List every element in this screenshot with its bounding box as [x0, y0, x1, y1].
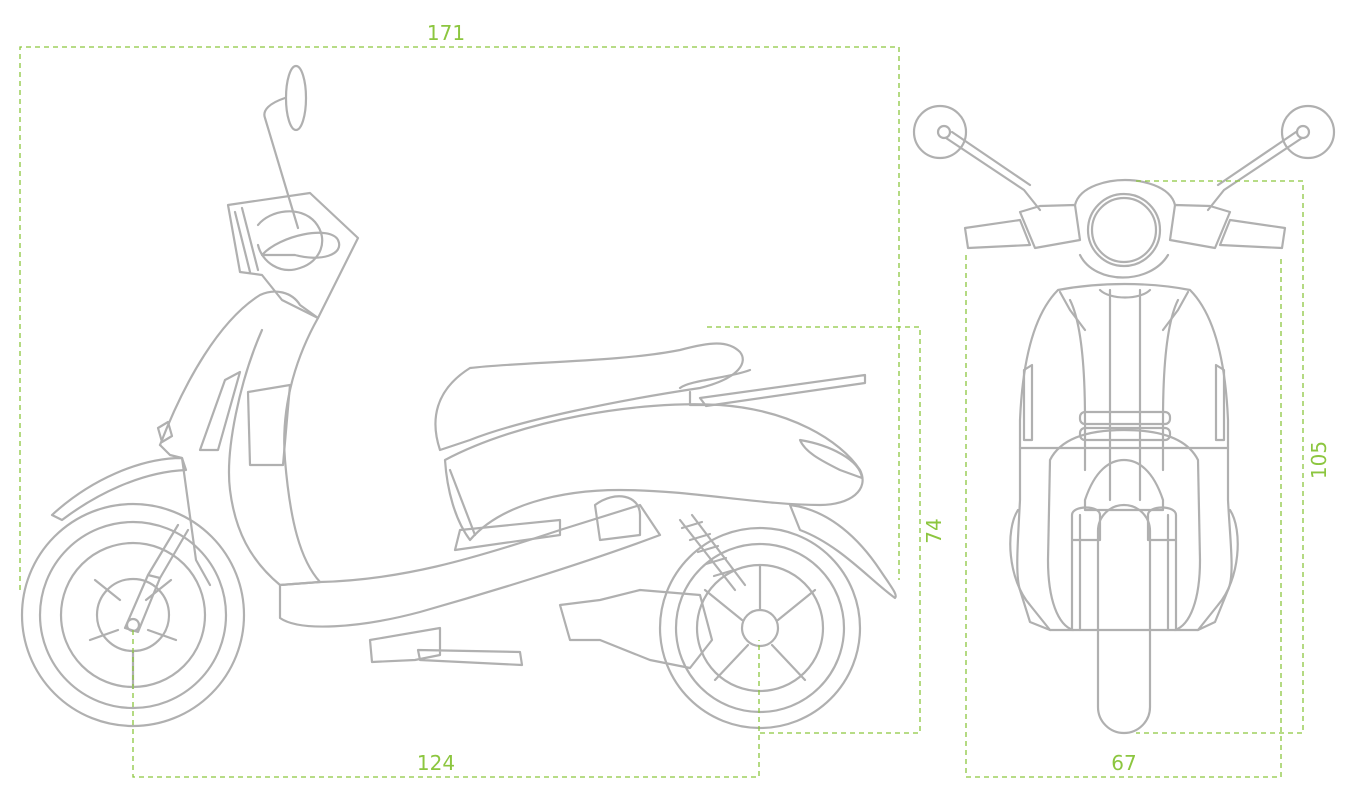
swingarm [558, 588, 714, 670]
front-grille [1078, 410, 1172, 426]
front-fork-tubes [1070, 506, 1178, 632]
overall-width-label: 67 [1111, 751, 1136, 775]
dimension-lines [19, 46, 1304, 778]
seat-height-label: 74 [922, 518, 946, 543]
headlight [1086, 192, 1162, 268]
front-view-scooter [912, 104, 1336, 735]
handlebar [963, 218, 1287, 250]
front-fender [50, 456, 188, 522]
headlight-cowl [226, 191, 360, 320]
side-mirror [263, 96, 300, 230]
front-fork [123, 523, 190, 634]
side-view-scooter [20, 64, 897, 730]
rear-fender [788, 503, 897, 600]
luggage-rack [678, 368, 867, 408]
rear-shock [678, 513, 747, 592]
overall-length-label: 171 [427, 21, 465, 45]
front-leg-shield [1016, 282, 1233, 632]
front-body [158, 290, 322, 587]
rear-wheel [658, 526, 862, 730]
overall-height-label: 105 [1307, 441, 1331, 479]
front-tire [1096, 503, 1152, 735]
front-wheel [20, 502, 246, 728]
right-mirror [1280, 104, 1336, 160]
footboard [278, 503, 662, 628]
wheelbase-label: 124 [417, 751, 455, 775]
rear-body [443, 403, 864, 542]
seat [434, 342, 744, 452]
kickstand [368, 626, 524, 667]
left-mirror [912, 104, 968, 160]
